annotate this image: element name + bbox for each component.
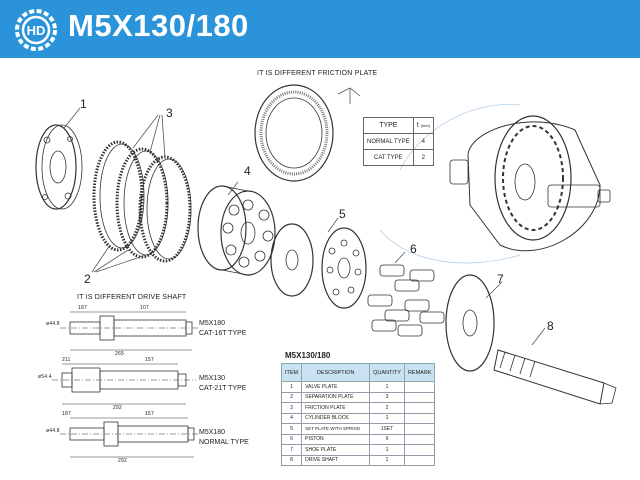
thickness-header: t (mm) [412, 117, 434, 134]
shaft-1-dim-b: 107 [140, 305, 149, 311]
parts-table-title: M5X130/180 [285, 351, 331, 360]
callout-8: 8 [547, 319, 554, 333]
table-row: 5 SET PLATE WITH SPRING 1SET [280, 423, 436, 435]
shaft-1-dim-a: 187 [78, 305, 87, 311]
shaft-2-dim-b: 157 [145, 357, 154, 363]
col-remark: REMARK [403, 363, 436, 382]
thickness-cell: 4 [412, 133, 434, 150]
callout-4: 4 [244, 164, 251, 178]
header-bar: HD M5X130/180 [0, 0, 640, 58]
callout-2: 2 [84, 272, 91, 286]
shaft-1-length: 265 [115, 351, 124, 357]
svg-text:HD: HD [27, 23, 46, 38]
callout-6: 6 [410, 242, 417, 256]
exploded-view-drawing [35, 84, 617, 458]
friction-plate-note: IT IS DIFFERENT FRICTION PLATE [257, 70, 378, 77]
table-row: 2 SEPARATION PLATE 3 [280, 391, 436, 403]
shaft-3-dim-b: 157 [145, 411, 154, 417]
type-cell: NORMAL TYPE [363, 133, 414, 150]
shaft-3-length: 292 [118, 458, 127, 464]
shaft-2-dim-a: 211 [62, 357, 71, 363]
callout-5: 5 [339, 207, 346, 221]
table-row: 6 PISTON 9 [280, 433, 436, 445]
col-quantity: QUANTITY [369, 363, 405, 382]
col-description: DESCRIPTION [301, 363, 371, 382]
table-row: 7 SHOE PLATE 1 [280, 444, 436, 456]
shaft-2-length: 292 [113, 405, 122, 411]
parts-header-row: ITEM DESCRIPTION QUANTITY REMARK [280, 363, 436, 382]
shaft-2-diameter: ø54.4 [38, 374, 52, 380]
table-row: 1 VALVE PLATE 1 [280, 381, 436, 393]
friction-type-table: TYPE t (mm) NORMAL TYPE 4 CAT TYPE 2 [363, 117, 434, 166]
type-cell: CAT TYPE [363, 149, 414, 166]
shaft-3-diameter: ø44.8 [46, 428, 60, 434]
table-row: 3 FRICTION PLATE 2 [280, 402, 436, 414]
drive-shaft-note: IT IS DIFFERENT DRIVE SHAFT [77, 294, 187, 301]
callout-3: 3 [166, 106, 173, 120]
shaft-1-diameter: ø44.8 [46, 321, 60, 327]
table-row: 8 DRIVE SHAFT 1 [280, 454, 436, 466]
type-header: TYPE [363, 117, 414, 134]
callout-7: 7 [497, 272, 504, 286]
callout-1: 1 [80, 97, 87, 111]
thickness-cell: 2 [412, 149, 434, 166]
brand-logo-icon: HD [15, 9, 57, 51]
table-row: 4 CYLINDER BLOCK 1 [280, 412, 436, 424]
page-title: M5X130/180 [68, 8, 249, 43]
parts-table: ITEM DESCRIPTION QUANTITY REMARK 1 VALVE… [280, 363, 436, 466]
col-item: ITEM [280, 363, 303, 382]
shaft-3-dim-a: 187 [62, 411, 71, 417]
